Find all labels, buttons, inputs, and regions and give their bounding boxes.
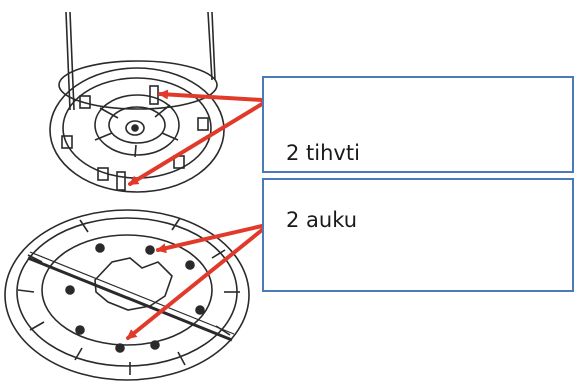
pin-top (149, 85, 159, 105)
arrow-to-pin-top (158, 89, 264, 102)
callout-arrows (126, 89, 264, 340)
pin-bottom (116, 171, 126, 191)
arrow-to-pin-bottom (128, 102, 264, 186)
hole-lower (115, 343, 125, 353)
callout-label-holes: 2 auku (286, 208, 358, 232)
cap-with-pins-illustration (49, 11, 225, 193)
base-plate-illustration (4, 209, 250, 381)
callout-label-pins: 2 tihvti (286, 141, 360, 165)
callout-box-pins (262, 76, 574, 173)
arrow-to-hole-lower (126, 228, 264, 340)
callout-box-holes (262, 178, 574, 292)
hole-upper (145, 245, 155, 255)
arrow-to-hole-upper (156, 224, 264, 254)
